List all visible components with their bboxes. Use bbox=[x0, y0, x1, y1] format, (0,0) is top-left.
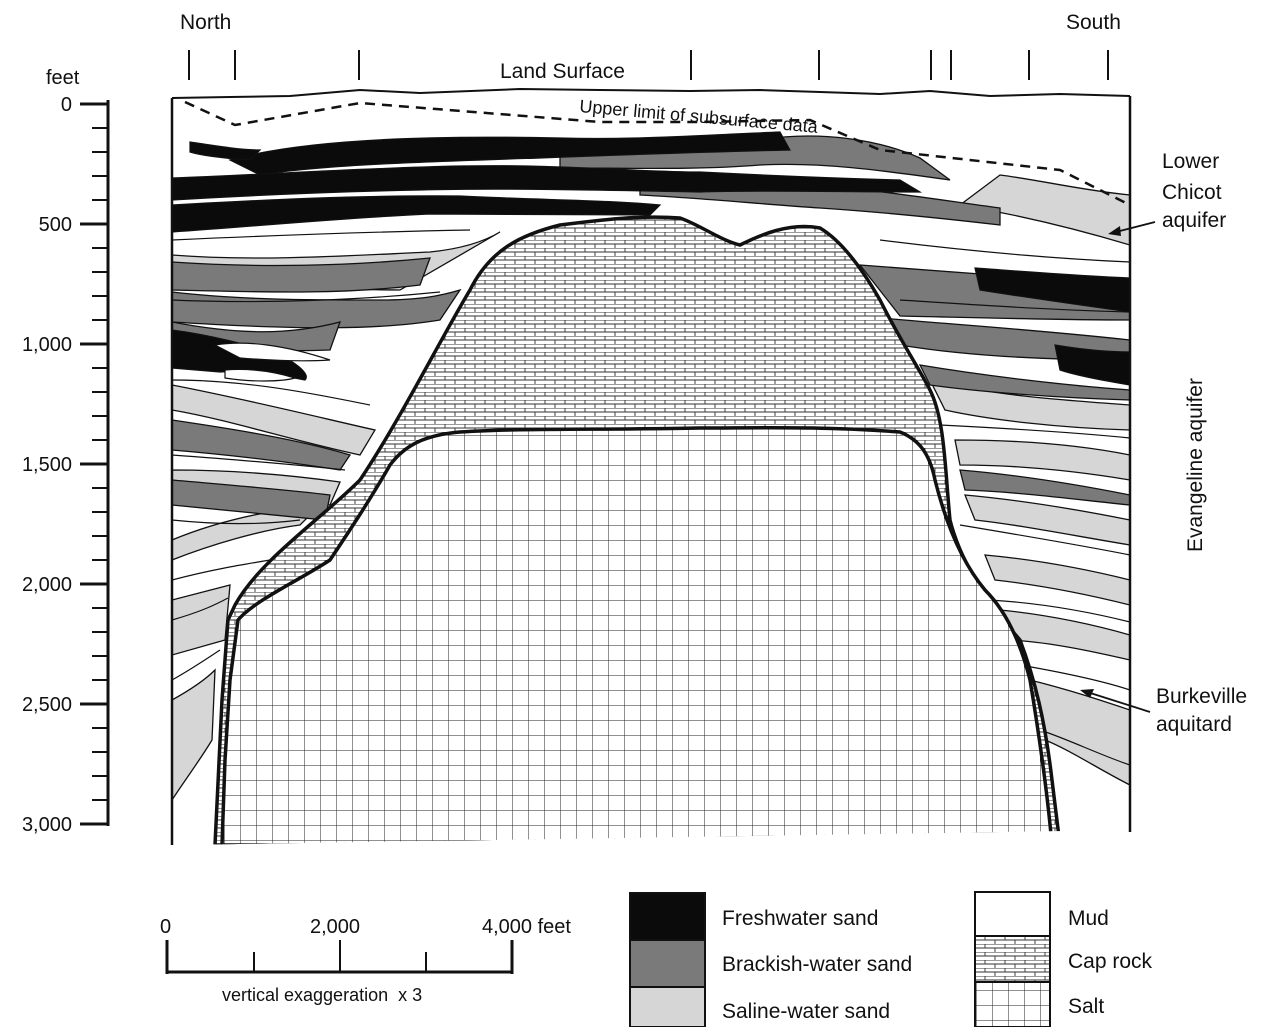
well-markers bbox=[188, 50, 1109, 80]
legend-label-brackish: Brackish-water sand bbox=[722, 953, 912, 976]
north-label: North bbox=[180, 11, 231, 34]
scale-label-2000: 2,000 bbox=[310, 916, 360, 938]
vertical-exaggeration-note: vertical exaggeration x 3 bbox=[222, 985, 422, 1005]
svg-text:Lower: Lower bbox=[1162, 150, 1219, 173]
depth-tick-label: 500 bbox=[39, 214, 72, 236]
bedding-lines bbox=[172, 229, 1130, 766]
land-surface-label: Land Surface bbox=[500, 60, 625, 83]
freshwater-sand-layers bbox=[172, 131, 1130, 386]
legend-swatch-freshwater bbox=[629, 892, 706, 941]
scale-label-4000: 4,000 feet bbox=[482, 916, 571, 938]
svg-text:Chicot: Chicot bbox=[1162, 181, 1222, 204]
legend-swatch-saline bbox=[629, 986, 706, 1027]
geologic-section bbox=[172, 90, 1130, 845]
burkeville-annotation: Burkeville aquitard bbox=[1080, 685, 1247, 736]
legend-swatch-mud bbox=[974, 891, 1051, 937]
legend: Freshwater sand Brackish-water sand Sali… bbox=[629, 891, 1153, 1027]
depth-tick-label: 1,500 bbox=[22, 454, 72, 476]
depth-tick-label: 0 bbox=[61, 94, 72, 116]
depth-axis: feet 0 500 1,000 1,500 2,000 2,500 3,000 bbox=[22, 67, 110, 836]
depth-tick-label: 3,000 bbox=[22, 814, 72, 836]
legend-label-caprock: Cap rock bbox=[1068, 950, 1153, 973]
depth-unit-label: feet bbox=[46, 67, 80, 89]
legend-label-freshwater: Freshwater sand bbox=[722, 907, 878, 930]
svg-text:aquitard: aquitard bbox=[1156, 713, 1232, 736]
scale-bar: 0 2,000 4,000 feet vertical exaggeration… bbox=[160, 916, 571, 1005]
depth-tick-label: 1,000 bbox=[22, 334, 72, 356]
legend-label-saline: Saline-water sand bbox=[722, 1000, 890, 1023]
svg-text:Burkeville: Burkeville bbox=[1156, 685, 1247, 708]
svg-text:aquifer: aquifer bbox=[1162, 209, 1226, 232]
legend-label-mud: Mud bbox=[1068, 907, 1109, 930]
salt-body bbox=[220, 425, 1054, 845]
depth-tick-label: 2,000 bbox=[22, 574, 72, 596]
legend-swatch-salt bbox=[974, 981, 1051, 1027]
saline-sand-layers bbox=[172, 174, 1130, 803]
legend-swatch-caprock bbox=[974, 935, 1051, 983]
south-label: South bbox=[1066, 11, 1121, 34]
depth-tick-label: 2,500 bbox=[22, 694, 72, 716]
land-surface-line bbox=[171, 87, 1131, 99]
legend-label-salt: Salt bbox=[1068, 995, 1104, 1018]
evangeline-aquifer-label: Evangeline aquifer bbox=[1184, 378, 1207, 552]
scale-label-0: 0 bbox=[160, 916, 171, 938]
legend-swatch-brackish bbox=[629, 939, 706, 988]
lower-chicot-annotation: Lower Chicot aquifer bbox=[1108, 150, 1226, 236]
